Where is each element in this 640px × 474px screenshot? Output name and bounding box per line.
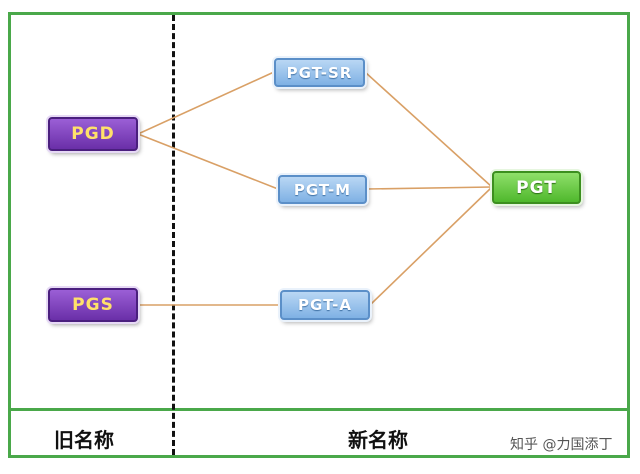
connector-pgd-pgt-sr [137, 71, 275, 135]
node-pgt: PGT [492, 171, 581, 204]
footer-old-name: 旧名称 [54, 428, 114, 452]
node-pgt-a: PGT-A [280, 290, 370, 320]
connector-pgt-m-pgt [366, 186, 493, 190]
footer-new-name: 新名称 [348, 428, 408, 452]
node-pgd: PGD [48, 117, 138, 151]
node-pgt-m: PGT-M [278, 175, 367, 204]
connector-pgt-sr-pgt [364, 71, 493, 188]
footer-divider [8, 408, 630, 411]
connector-pgd-pgt-m [137, 133, 279, 190]
old-new-dashed-divider [172, 15, 175, 455]
diagram-frame [8, 12, 630, 458]
connector-pgt-a-pgt [369, 186, 493, 306]
node-pgs: PGS [48, 288, 138, 322]
watermark-text: 知乎 @力国添丁 [510, 437, 613, 453]
node-pgt-sr: PGT-SR [274, 58, 365, 87]
